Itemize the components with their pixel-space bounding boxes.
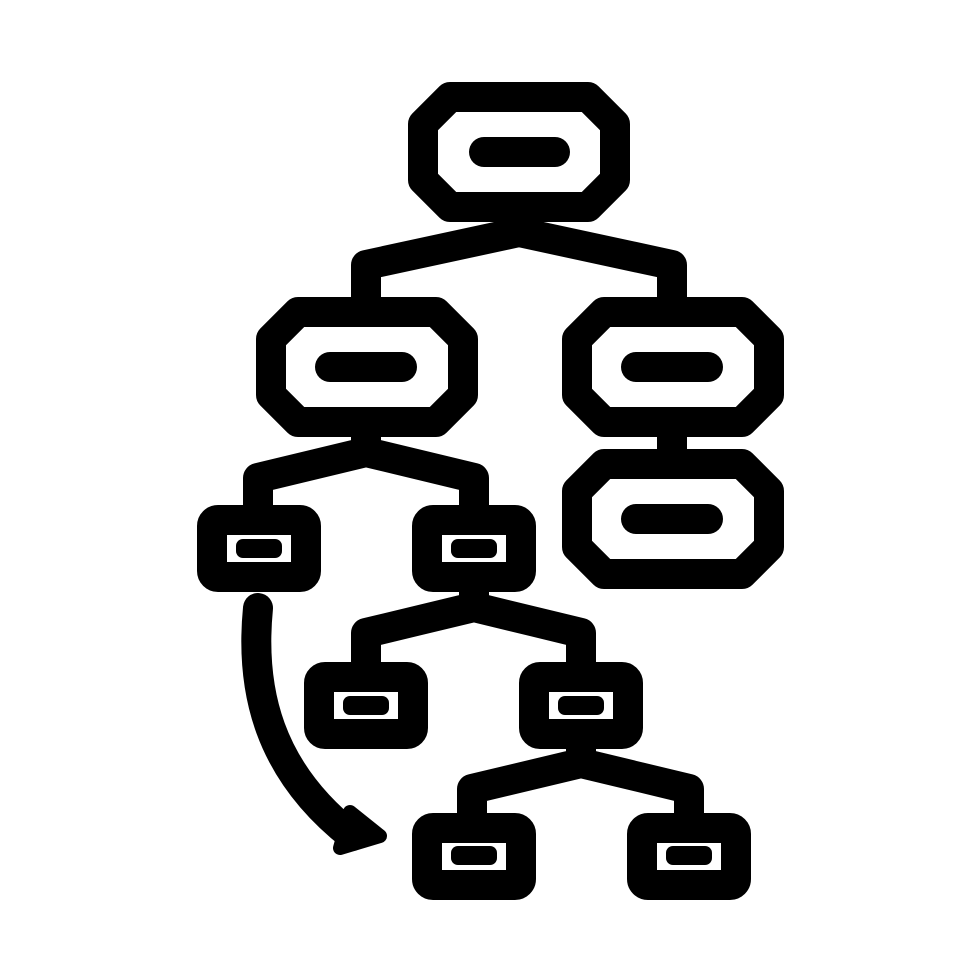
leaf-box-f [627, 813, 751, 900]
connector-root-right [504, 217, 687, 313]
connector-left-branch [243, 407, 381, 527]
connector-box-b [351, 562, 489, 687]
right-branch-node [562, 297, 784, 437]
leaf-box-a [197, 505, 321, 592]
root-node [408, 82, 630, 222]
connector-box-b-right [459, 592, 596, 687]
left-branch-node [256, 297, 478, 437]
move-arrow-icon [241, 593, 387, 855]
leaf-box-e [412, 813, 536, 900]
right-child-node [562, 449, 784, 589]
connector-left-branch-right [351, 437, 489, 527]
leaf-box-c [304, 662, 428, 749]
